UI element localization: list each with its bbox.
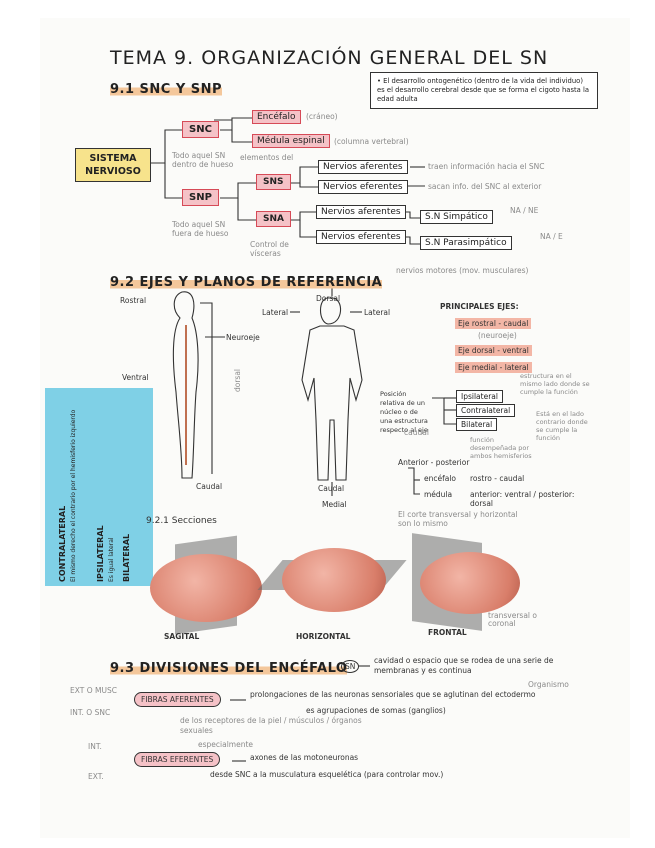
bilateral-note: función desempeñada por ambos hemisferio… (470, 436, 532, 460)
parasimpatico-note: NA / E (540, 232, 563, 241)
aferentes-text-2: es agrupaciones de somas (ganglios) (306, 706, 446, 715)
snp-description: Todo aquel SN fuera de hueso (172, 220, 229, 238)
label-dorsal: Dorsal (316, 294, 341, 303)
label-medial: Medial (322, 500, 347, 509)
label-frontal: FRONTAL (428, 628, 467, 637)
corte-note: El corte transversal y horizontal son lo… (398, 510, 518, 528)
label-sagital: SAGITAL (164, 632, 200, 641)
encefalo-note: (cráneo) (306, 112, 338, 121)
eferentes-1-note: sacan info. del SNC al exterior (428, 182, 542, 191)
sna-note: Control de vísceras (250, 240, 289, 258)
sn-circle: SN (341, 660, 360, 673)
frontal-brain (420, 552, 520, 614)
label-dorsal-side: dorsal (233, 368, 242, 392)
eje-medial-lateral: Eje medial - lateral (455, 362, 532, 373)
ipsilateral-box: Ipsilateral (456, 390, 503, 403)
encefalo-value: rostro - caudal (470, 474, 525, 483)
transversal-note: transversal o coronal (488, 611, 537, 628)
cavidad-note: cavidad o espacio que se rodea de una se… (374, 656, 554, 675)
sistema-nervioso-box: SISTEMA NERVIOSO (75, 148, 151, 182)
label-lateral-right: Lateral (364, 308, 391, 317)
eferentes-sub: desde SNC a la musculatura esquelética (… (210, 770, 444, 779)
label-lateral-left: Lateral (262, 308, 289, 317)
eje-rostral-caudal: Eje rostral - caudal (455, 318, 532, 329)
medula-note: (columna vertebral) (334, 137, 409, 146)
label-caudal-2: Caudal (318, 484, 345, 493)
sticky-bilateral: BILATERAL (122, 533, 131, 582)
ipsilateral-note: estructura en el mismo lado donde se cum… (520, 372, 590, 396)
medula-box: Médula espinal (252, 134, 330, 148)
eferentes-text: axones de las motoneuronas (250, 753, 359, 762)
snp-box: SNP (182, 189, 219, 206)
organismo-note: Organismo (528, 680, 569, 689)
nervios-eferentes-2: Nervios eferentes (316, 230, 406, 244)
fibras-eferentes-box: FIBRAS EFERENTES (134, 752, 221, 767)
ext-label: EXT. (88, 772, 104, 781)
label-ventral: Ventral (122, 373, 149, 382)
sna-box: SNA (256, 211, 291, 227)
sns-box: SNS (256, 174, 291, 190)
sticky-note (45, 388, 153, 586)
eje-rostral-caudal-sub: (neuroeje) (478, 331, 517, 340)
caudal-small: caudal (404, 428, 429, 437)
encefalo-label: encéfalo (424, 474, 457, 483)
sticky-contralateral: CONTRALATERAL (58, 505, 67, 582)
encefalo-box: Encéfalo (252, 110, 301, 124)
label-rostral: Rostral (120, 296, 147, 305)
medula-value: anterior: ventral / posterior: dorsal (470, 490, 575, 508)
principales-ejes-heading: PRINCIPALES EJES: (440, 302, 519, 311)
aferentes-sub: de los receptores de la piel / músculos … (180, 716, 362, 735)
label-horizontal: HORIZONTAL (296, 632, 351, 641)
sticky-ipsilateral: IPSILATERAL (96, 525, 105, 582)
label-neuroeje: Neuroeje (226, 333, 260, 342)
snc-description: Todo aquel SN dentro de hueso (172, 151, 234, 169)
section-9-1-heading: 9.1 SNC Y SNP (110, 82, 223, 97)
eje-dorsal-ventral: Eje dorsal - ventral (455, 345, 532, 356)
parasimpatico-box: S.N Parasimpático (420, 236, 512, 250)
int-snc: INT. O SNC (70, 708, 111, 717)
label-caudal-1: Caudal (196, 482, 223, 491)
section-9-2-heading: 9.2 EJES Y PLANOS DE REFERENCIA (110, 275, 383, 290)
horizontal-brain (282, 548, 386, 612)
snc-box: SNC (182, 121, 219, 138)
secciones-heading: 9.2.1 Secciones (146, 516, 217, 526)
bilateral-box: Bilateral (456, 418, 498, 431)
anterior-posterior: Anterior - posterior (398, 458, 470, 467)
sticky-contralateral-note: El mismo derecho el contrario por el hem… (70, 409, 77, 582)
simpatico-box: S.N Simpático (420, 210, 493, 224)
sagittal-brain (150, 554, 262, 622)
posicion-relativa: Posición relativa de un núcleo o de una … (380, 390, 428, 434)
nervios-aferentes-2: Nervios aferentes (316, 205, 406, 219)
sticky-ipsilateral-note: Es igual lateral (108, 537, 115, 582)
ontogenetic-note: • El desarrollo ontogenético (dentro de … (370, 72, 598, 109)
contralateral-note: Está en el lado contrario donde se cumpl… (536, 410, 588, 442)
page-title: TEMA 9. ORGANIZACIÓN GENERAL DEL SN (110, 47, 549, 69)
sns-note: elementos del (240, 153, 294, 162)
contralateral-box: Contralateral (456, 404, 516, 417)
medula-label: médula (424, 490, 453, 499)
especialmente-note: especialmente (198, 740, 254, 749)
motores-note: nervios motores (mov. musculares) (396, 266, 529, 275)
ext-musc: EXT O MUSC (70, 686, 117, 695)
section-9-3-heading: 9.3 DIVISIONES DEL ENCÉFALO (110, 661, 348, 676)
aferentes-text: prolongaciones de las neuronas sensorial… (250, 690, 536, 699)
fibras-aferentes-box: FIBRAS AFERENTES (134, 692, 221, 707)
int-label: INT. (88, 742, 102, 751)
nervios-eferentes-1: Nervios eferentes (318, 180, 408, 194)
nervios-aferentes-1: Nervios aferentes (318, 160, 408, 174)
simpatico-note: NA / NE (510, 206, 539, 215)
aferentes-1-note: traen información hacia el SNC (428, 162, 545, 171)
